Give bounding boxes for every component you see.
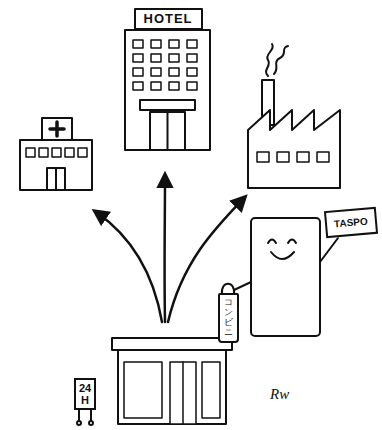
window xyxy=(133,82,143,90)
window xyxy=(187,40,197,48)
window xyxy=(151,54,161,62)
window xyxy=(151,68,161,76)
red-cross-symbol xyxy=(50,122,64,136)
character-eyes xyxy=(268,240,296,244)
store-window xyxy=(202,362,220,418)
character-body xyxy=(251,218,320,336)
door-line xyxy=(55,168,57,190)
store-roof xyxy=(112,338,232,350)
window xyxy=(297,152,309,162)
sign-wheel xyxy=(77,421,81,425)
hospital-door xyxy=(47,168,65,190)
window xyxy=(151,82,161,90)
window xyxy=(133,54,143,62)
sign-wheel xyxy=(89,421,93,425)
window xyxy=(169,40,179,48)
hospital-top xyxy=(42,118,72,140)
window xyxy=(65,148,74,157)
store-window xyxy=(124,362,162,418)
window xyxy=(169,54,179,62)
window xyxy=(39,148,48,157)
hotel-door xyxy=(150,112,185,150)
factory-building xyxy=(248,44,340,188)
window xyxy=(133,40,143,48)
hospital-body xyxy=(20,140,92,190)
arrow xyxy=(96,212,162,322)
convenience-store xyxy=(112,338,232,424)
smoke xyxy=(266,44,273,76)
node-text: TASPO xyxy=(334,215,369,229)
open-24h-sign: 24H xyxy=(74,378,96,410)
door-line xyxy=(182,362,184,424)
window xyxy=(78,148,87,157)
window xyxy=(277,152,289,162)
window xyxy=(257,152,269,162)
window xyxy=(52,148,61,157)
hotel-body xyxy=(125,30,210,150)
factory-windows xyxy=(257,152,329,162)
node-text: 24H xyxy=(78,382,92,406)
store-door xyxy=(170,362,196,424)
hotel-windows xyxy=(133,40,197,90)
cigarette-pack-character xyxy=(222,218,338,336)
window xyxy=(133,68,143,76)
window xyxy=(187,82,197,90)
hotel-building xyxy=(125,30,210,150)
hospital-building xyxy=(20,118,92,190)
window xyxy=(151,40,161,48)
hotel-sign: HOTEL xyxy=(134,8,203,30)
smoke xyxy=(274,46,288,74)
store-body xyxy=(118,350,226,424)
window xyxy=(169,68,179,76)
sign-stand xyxy=(77,408,93,425)
window xyxy=(169,82,179,90)
hotel-canopy xyxy=(140,100,195,110)
node-text: HOTEL xyxy=(144,12,193,26)
factory-body xyxy=(248,110,340,188)
door-line xyxy=(167,112,169,150)
shopping-bag: コンビニ xyxy=(218,293,239,343)
arrow xyxy=(163,176,166,322)
hospital-windows xyxy=(26,148,87,157)
character-smile xyxy=(271,252,294,259)
taspo-card: TASPO xyxy=(324,206,378,237)
node-text: コンビニ xyxy=(224,298,233,338)
window xyxy=(26,148,35,157)
character-arm xyxy=(320,238,338,262)
window xyxy=(317,152,329,162)
window xyxy=(187,68,197,76)
window xyxy=(187,54,197,62)
character-arm xyxy=(234,282,251,290)
signature: Rw xyxy=(270,386,289,403)
